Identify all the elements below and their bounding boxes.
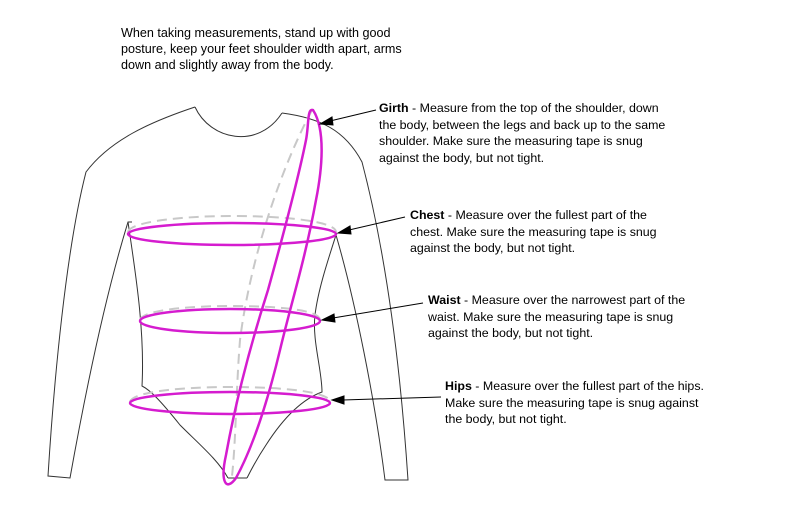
neckline <box>194 106 283 138</box>
hips-tape <box>128 390 332 416</box>
tape-front-lines <box>126 108 338 486</box>
left-sleeve <box>47 106 196 479</box>
waist-leader <box>332 302 424 319</box>
chest-arrowhead <box>336 225 352 235</box>
intro-text: When taking measurements, stand up with … <box>121 26 402 72</box>
chest-tape-back <box>127 214 337 233</box>
girth-arrowhead <box>318 116 334 126</box>
bodysuit-outline <box>47 106 409 481</box>
girth-note: Girth - Measure from the top of the shou… <box>379 100 669 166</box>
hips-note: Hips - Measure over the fullest part of … <box>445 378 715 428</box>
chest-tape <box>126 221 338 247</box>
girth-tape-back <box>231 109 313 477</box>
chest-term: Chest <box>410 208 445 222</box>
left-torso-side <box>127 221 229 479</box>
tape-back-lines <box>127 109 337 477</box>
chest-note: Chest - Measure over the fullest part of… <box>410 207 675 257</box>
waist-term: Waist <box>428 293 461 307</box>
right-sleeve <box>281 112 409 481</box>
right-torso-side <box>246 234 337 479</box>
waist-note: Waist - Measure over the narrowest part … <box>428 292 690 342</box>
waist-arrowhead <box>320 313 336 323</box>
girth-term: Girth <box>379 101 409 115</box>
waist-tape-back <box>139 304 321 321</box>
leader-arrows <box>318 109 442 405</box>
chest-separator: - <box>444 208 456 222</box>
chest-leader <box>348 216 406 231</box>
girth-description: Measure from the top of the shoulder, do… <box>379 101 666 165</box>
girth-tape <box>222 108 323 486</box>
hips-term: Hips <box>445 379 472 393</box>
chest-description: Measure over the fullest part of the che… <box>410 208 657 255</box>
hips-separator: - <box>471 379 483 393</box>
girth-separator: - <box>408 101 420 115</box>
hips-arrowhead <box>330 395 345 405</box>
waist-separator: - <box>460 293 472 307</box>
hips-tape-back <box>129 385 331 403</box>
girth-leader <box>329 109 377 122</box>
hips-description: Measure over the fullest part of the hip… <box>445 379 704 426</box>
waist-tape <box>138 307 322 335</box>
waist-description: Measure over the narrowest part of the w… <box>428 293 686 340</box>
hips-leader <box>342 396 442 401</box>
